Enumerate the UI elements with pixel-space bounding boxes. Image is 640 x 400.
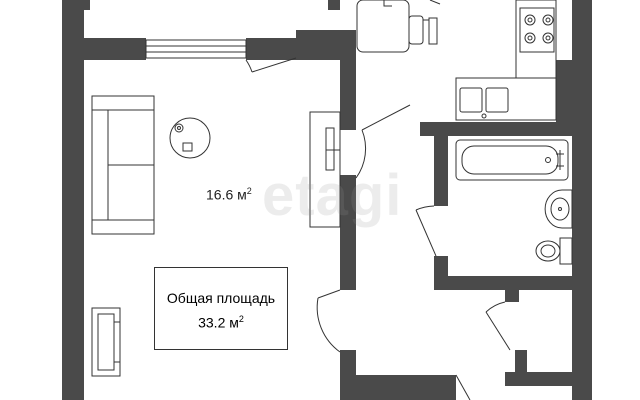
sofa [91,95,155,235]
total-area-box: Общая площадь 33.2 м2 [154,267,288,350]
room-area-value: 16.6 м [206,186,247,203]
plant [169,117,211,159]
washbasin [544,189,573,229]
kitchen-table [356,0,441,53]
total-area-unit-sup: 2 [238,314,244,324]
bathtub [455,139,569,181]
toilet [535,237,573,265]
watermark: etagi [262,163,403,228]
walls [62,0,592,400]
desk [91,307,121,377]
total-area-label: Общая площадь [166,290,276,306]
total-area-value: 33.2 м2 [155,314,287,331]
room-area-unit-sup: 2 [246,186,252,196]
wardrobe [309,111,341,228]
total-area-number: 33.2 м [198,314,239,331]
kitchen-counter [455,0,557,121]
doors [245,57,511,400]
window [145,39,247,59]
room-area-label: 16.6 м2 [206,186,252,203]
